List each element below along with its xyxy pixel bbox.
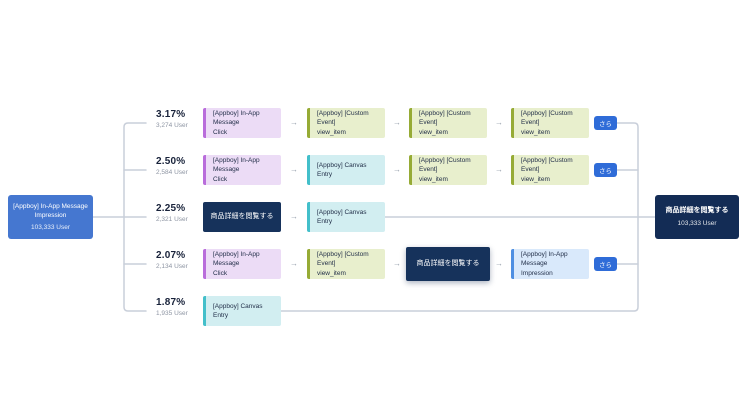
step-label: [Appboy] Canvas Entry: [317, 161, 367, 178]
step-label: Click: [213, 128, 228, 136]
step-label: view_item: [419, 128, 448, 136]
source-label-line1: [Appboy] In-App Message: [13, 202, 88, 210]
row-percent: 2.50%: [156, 156, 186, 167]
target-user-count: 103,333 User: [677, 219, 717, 227]
step-node[interactable]: [Appboy] [Custom Event]view_item: [409, 108, 487, 138]
step-node[interactable]: [Appboy] Canvas Entry: [203, 296, 281, 326]
step-node[interactable]: [Appboy] [Custom Event]view_item: [511, 155, 589, 185]
more-button[interactable]: さら: [594, 257, 617, 271]
step-label: [Appboy] [Custom Event]: [419, 109, 471, 127]
arrow-right-icon: →: [290, 259, 298, 268]
step-label: [Appboy] [Custom Event]: [521, 109, 573, 127]
row-percent: 2.07%: [156, 250, 186, 261]
step-label: Click: [213, 175, 228, 183]
step-node[interactable]: [Appboy] Canvas Entry: [307, 155, 385, 185]
step-node[interactable]: [Appboy] [Custom Event]view_item: [307, 108, 385, 138]
row-user-count: 2,584 User: [156, 169, 188, 176]
step-node[interactable]: [Appboy] Canvas Entry: [307, 202, 385, 232]
step-node[interactable]: 商品詳細を閲覧する: [406, 247, 490, 281]
step-label: [Appboy] [Custom Event]: [317, 109, 369, 127]
arrow-right-icon: →: [495, 118, 503, 127]
row-label: 2.25% 2,321 User: [156, 203, 226, 223]
step-label: [Appboy] Canvas Entry: [317, 208, 367, 225]
step-label: [Appboy] [Custom Event]: [317, 250, 369, 268]
target-node[interactable]: 商品詳細を閲覧する 103,333 User: [655, 195, 739, 239]
step-label: [Appboy] Canvas Entry: [213, 302, 263, 319]
row-label: 1.87% 1,935 User: [156, 297, 226, 317]
arrow-right-icon: →: [290, 165, 298, 174]
row-user-count: 2,134 User: [156, 263, 188, 270]
row-label: 2.07% 2,134 User: [156, 250, 226, 270]
source-label-line2: Impression: [34, 211, 67, 219]
row-percent: 1.87%: [156, 297, 186, 308]
more-button[interactable]: さら: [594, 163, 617, 177]
step-label: [Appboy] In-App Message: [521, 250, 568, 268]
step-label: [Appboy] In-App Message: [213, 156, 260, 174]
row-label: 3.17% 3,274 User: [156, 109, 226, 129]
row-user-count: 1,935 User: [156, 310, 188, 317]
arrow-right-icon: →: [495, 165, 503, 174]
source-user-count: 103,333 User: [30, 224, 71, 232]
more-button[interactable]: さら: [594, 116, 617, 130]
arrow-right-icon: →: [393, 259, 401, 268]
step-node[interactable]: [Appboy] [Custom Event]view_item: [511, 108, 589, 138]
step-label: 商品詳細を閲覧する: [416, 259, 480, 267]
step-node[interactable]: [Appboy] [Custom Event]view_item: [409, 155, 487, 185]
row-percent: 2.25%: [156, 203, 186, 214]
step-label: view_item: [521, 175, 550, 183]
step-label: [Appboy] [Custom Event]: [419, 156, 471, 174]
target-label: 商品詳細を閲覧する: [665, 207, 729, 215]
row-user-count: 3,274 User: [156, 122, 188, 129]
step-label: [Appboy] [Custom Event]: [521, 156, 573, 174]
step-label: view_item: [317, 128, 346, 136]
step-label: Impression: [521, 269, 553, 277]
step-node[interactable]: [Appboy] [Custom Event]view_item: [307, 249, 385, 279]
arrow-right-icon: →: [393, 165, 401, 174]
arrow-right-icon: →: [290, 212, 298, 221]
step-label: view_item: [317, 269, 346, 277]
arrow-right-icon: →: [495, 259, 503, 268]
row-percent: 3.17%: [156, 109, 186, 120]
step-label: [Appboy] In-App Message: [213, 109, 260, 127]
row-label: 2.50% 2,584 User: [156, 156, 226, 176]
step-node[interactable]: 商品詳細を閲覧する: [203, 202, 281, 232]
row-user-count: 2,321 User: [156, 216, 188, 223]
step-label: view_item: [419, 175, 448, 183]
source-node[interactable]: [Appboy] In-App Message Impression 103,3…: [8, 195, 93, 239]
step-label: view_item: [521, 128, 550, 136]
arrow-right-icon: →: [393, 118, 401, 127]
step-label: 商品詳細を閲覧する: [210, 212, 274, 220]
step-label: Click: [213, 269, 228, 277]
step-label: [Appboy] In-App Message: [213, 250, 260, 268]
arrow-right-icon: →: [290, 118, 298, 127]
